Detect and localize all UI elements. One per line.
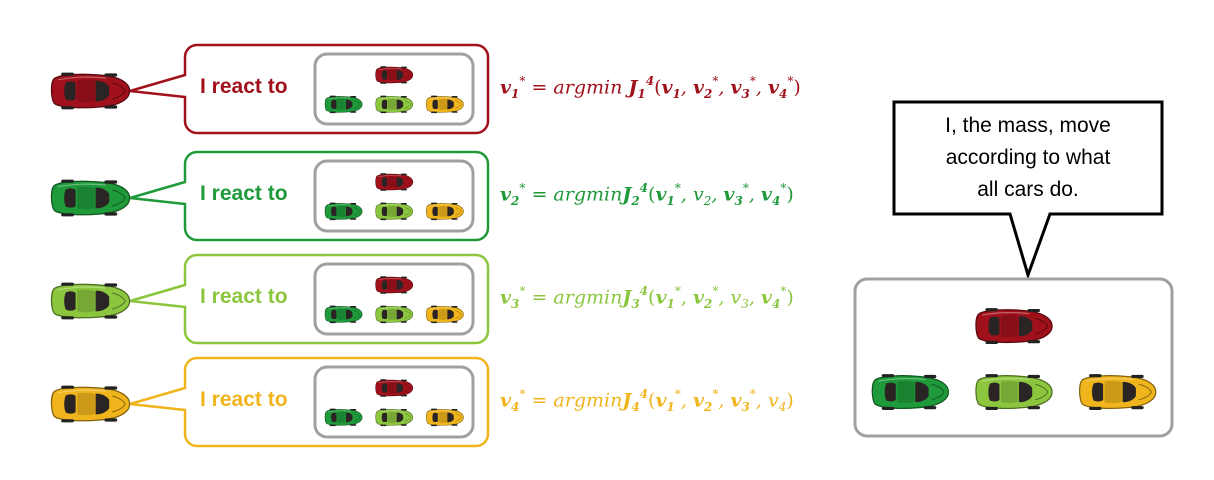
car-icon [50, 72, 131, 110]
group-car-icon [375, 305, 414, 324]
group-car-icon [324, 408, 363, 427]
group-car-icon [375, 202, 414, 221]
group-car-icon [324, 305, 363, 324]
react-label: I react to [200, 388, 288, 411]
mass-speech-bubble [892, 100, 1164, 280]
speech-line: I, the mass, move [945, 114, 1111, 137]
best-response-equation: v3* = argminJ34(v1*, v2*, v3, v4*) [500, 284, 794, 312]
best-response-equation: v4* = argminJ44(v1*, v2*, v3*, v4) [500, 387, 794, 415]
group-car-icon [324, 95, 363, 114]
group-car-icon [375, 95, 414, 114]
car-icon [50, 179, 131, 217]
speech-line: according to what [945, 146, 1111, 169]
group-car-icon [1079, 374, 1157, 410]
react-label: I react to [200, 75, 288, 98]
group-car-icon [975, 374, 1053, 410]
best-response-equation: v1* = argmin J14(v1, v2*, v3*, v4*) [500, 74, 801, 102]
speech-line: all cars do. [977, 178, 1079, 201]
group-car-icon [426, 202, 464, 221]
group-car-icon [975, 308, 1053, 345]
group-car-icon [375, 66, 414, 84]
group-car-icon [426, 95, 464, 114]
group-car-icon [375, 379, 414, 397]
group-car-icon [375, 408, 414, 427]
mass-speech-text: I, the mass, move according to what all ca… [894, 102, 1162, 214]
group-car-icon [375, 173, 414, 191]
car-icon [50, 282, 131, 320]
react-label: I react to [200, 285, 288, 308]
react-label: I react to [200, 182, 288, 205]
group-car-icon [375, 276, 414, 294]
group-car-icon [871, 374, 950, 410]
car-icon [50, 385, 131, 423]
group-car-icon [426, 408, 464, 427]
group-car-icon [324, 202, 363, 221]
group-car-icon [426, 305, 464, 324]
best-response-equation: v2* = argminJ24(v1*, v2, v3*, v4*) [500, 181, 794, 209]
